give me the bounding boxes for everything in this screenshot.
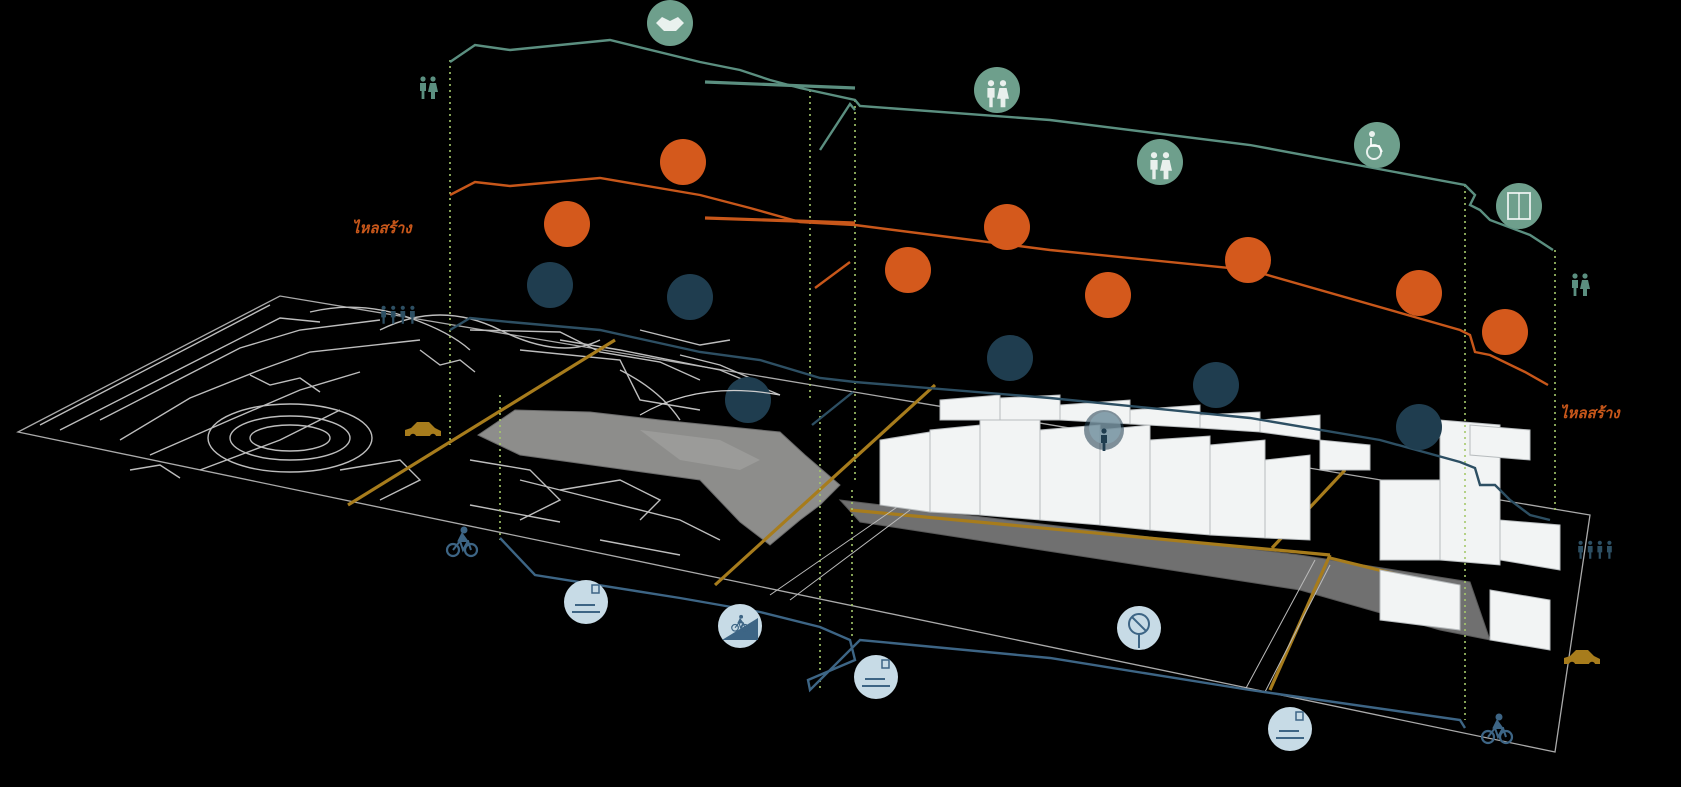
cyclist-icon bbox=[447, 527, 477, 556]
orange-label-left: ไหลสร้าง bbox=[352, 219, 413, 237]
navy-dot bbox=[527, 262, 573, 308]
orange-dot bbox=[1225, 237, 1271, 283]
pedestrian-couple-icon bbox=[1572, 273, 1590, 296]
elderly-couple-icon bbox=[974, 67, 1020, 113]
orange-dot bbox=[1482, 309, 1528, 355]
bike-parking-icon bbox=[564, 580, 608, 624]
bike-parking-icon bbox=[1268, 707, 1312, 751]
site-plane-outline bbox=[18, 296, 1590, 752]
orange-dot bbox=[660, 139, 706, 185]
navy-dot bbox=[1396, 404, 1442, 450]
pedestrian-couple-icon bbox=[420, 76, 438, 99]
orange-dot bbox=[984, 204, 1030, 250]
orange-dot bbox=[1396, 270, 1442, 316]
orange-dot bbox=[1085, 272, 1131, 318]
group-icon bbox=[1137, 139, 1183, 185]
bike-parking-icon bbox=[854, 655, 898, 699]
orange-dot bbox=[544, 201, 590, 247]
navy-dot bbox=[725, 377, 771, 423]
ground-plane bbox=[18, 296, 1590, 752]
navy-dot bbox=[1193, 362, 1239, 408]
navy-dot bbox=[987, 335, 1033, 381]
orange-label-right: ไหลสร้าง bbox=[1560, 404, 1621, 422]
navy-dot bbox=[667, 274, 713, 320]
orange-dot bbox=[885, 247, 931, 293]
teal-badges bbox=[647, 0, 1542, 229]
